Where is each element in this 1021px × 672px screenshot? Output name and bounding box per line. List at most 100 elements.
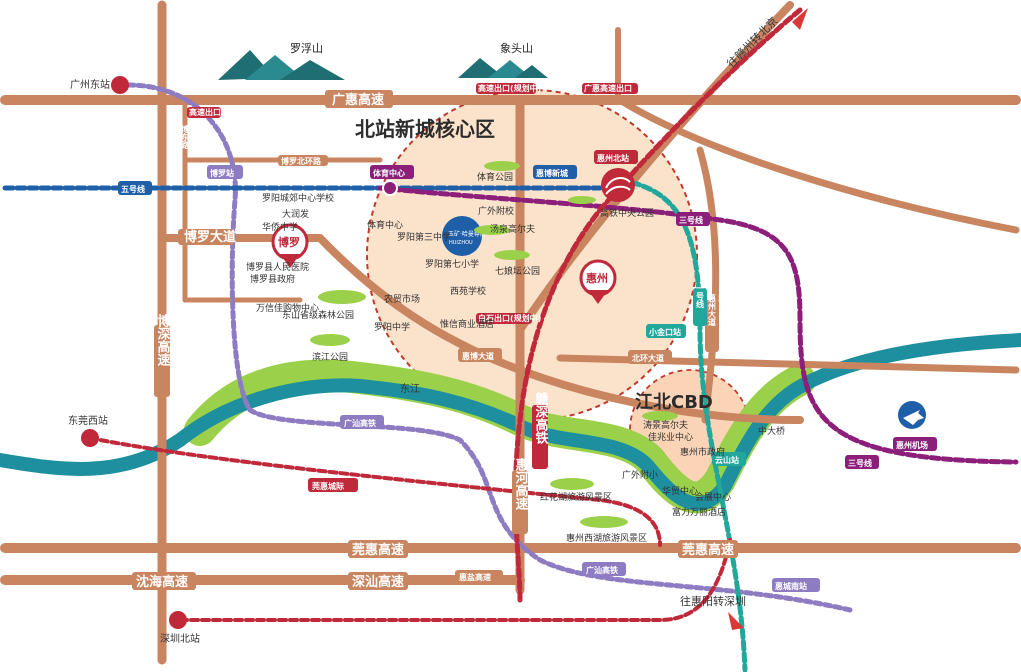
station-airport-label: 惠州机场 xyxy=(896,440,928,450)
mountain-xiangtou-icon xyxy=(458,58,548,78)
island-tangquan-icon xyxy=(474,225,510,235)
pin-boluo-icon[interactable] xyxy=(271,223,309,268)
road-diag-nw xyxy=(616,96,1020,234)
station-xiaojinkou-label[interactable]: 小金口站 xyxy=(648,327,681,337)
line3-label-bg xyxy=(676,212,710,226)
label-beihuan: 北环大道 xyxy=(632,353,664,363)
place-tiyu-center: 体育中心 xyxy=(367,219,403,231)
place-xiyuan: 西苑学校 xyxy=(450,285,486,297)
direction-north: 往赣州转北京 xyxy=(724,14,781,71)
exit-baishi: 白石出口(规划中) xyxy=(478,313,541,323)
station-shenzhen-north-icon[interactable] xyxy=(169,611,187,629)
label-ganshen: 赣深高铁 xyxy=(533,391,550,445)
place-taojing: 涛景高尔夫 xyxy=(643,419,688,431)
station-shenzhen-north-label: 深圳北站 xyxy=(160,632,200,645)
label-yanhai: 沈海高速 xyxy=(136,574,188,590)
pin-boluo-label: 博罗 xyxy=(278,235,300,249)
gaotie-park-label: 高铁中央公园 xyxy=(600,207,654,219)
label-boluo-road-bg xyxy=(178,229,234,245)
line5-label: 五号线 xyxy=(121,184,145,194)
line-3 xyxy=(377,185,1019,465)
place-huawang: 华贸中心 xyxy=(662,485,698,497)
place-luoyang3: 罗阳第三中学 xyxy=(397,231,451,243)
label-ganshen-bg xyxy=(532,405,548,469)
place-huaqiao: 华侨中学 xyxy=(262,221,298,233)
label-guangshan-2: 广汕高铁 xyxy=(586,565,618,575)
label-guanhuiyuan: 莞惠城际 xyxy=(311,481,344,491)
station-huizhou-north-icon[interactable] xyxy=(601,168,635,202)
place-luoyang-center: 罗阳城郊中心学校 xyxy=(262,192,334,204)
label-boluobei-bg xyxy=(278,155,328,166)
place-zhongda: 中大桥 xyxy=(758,425,785,437)
road-diag-ne xyxy=(516,1,794,334)
label-guangshan-bg xyxy=(340,415,384,429)
place-guangwai: 广外附校 xyxy=(478,205,514,217)
label-huiyan: 惠盐高速 xyxy=(459,572,491,582)
station-huizhou-north-logo-icon xyxy=(605,177,631,195)
label-guanhuiyuan-bg xyxy=(308,478,358,492)
island-dongshan-icon xyxy=(318,290,366,304)
label-guanghui-bg xyxy=(325,90,393,108)
station-huizhou-north-label-bg xyxy=(594,150,638,164)
station-huibo-label[interactable]: 惠博新城 xyxy=(536,168,568,178)
station-huicheng-south-label[interactable]: 惠城南站 xyxy=(775,581,807,591)
label-shenshan: 深汕高速 xyxy=(352,574,404,590)
station-airport-label-bg xyxy=(893,437,937,451)
label-huiyan-bg xyxy=(455,570,503,584)
project-logo-icon[interactable] xyxy=(442,216,482,256)
place-luoyang-mid: 罗阳中学 xyxy=(374,321,410,333)
station-guangzhou-east-icon[interactable] xyxy=(111,76,129,94)
project-logo-sub: HUIZHOU xyxy=(449,240,473,246)
core-zone-title: 北站新城核心区 xyxy=(355,117,495,141)
label-bodong: 博东路 xyxy=(180,124,190,150)
place-tangquan: 汤泉高尔夫 xyxy=(490,223,535,235)
road-huibo-dadao xyxy=(316,234,804,424)
line3b-label: 三号线 xyxy=(848,458,872,468)
label-guanhui-2: 莞惠高速 xyxy=(682,542,734,558)
label-huizhou-road-bg xyxy=(705,300,719,352)
exit-boluo: 高速出口 xyxy=(189,107,221,117)
station-tiyu-icon[interactable] xyxy=(382,180,398,196)
place-dahe: 大润发 xyxy=(282,208,309,220)
label-guanhui-h: 莞惠高速 xyxy=(352,542,404,558)
station-tiyu-label: 体育中心 xyxy=(373,168,405,178)
island-binjiang-icon xyxy=(310,334,350,346)
station-dongguan-west-icon[interactable] xyxy=(81,429,99,447)
line1-label-bg xyxy=(693,288,707,326)
station-dongguan-west-label: 东莞西站 xyxy=(68,414,108,427)
exit-east: 广惠高速出口 xyxy=(584,83,632,93)
exit-east-bg xyxy=(582,83,638,94)
place-dongshan: 东山省级森林公园 xyxy=(282,309,354,321)
line1-label: 一号线 xyxy=(696,284,705,309)
place-changrun: 富力万丽酒店 xyxy=(672,506,726,518)
station-yunshan-label[interactable]: 云山站 xyxy=(715,455,739,465)
place-xihu: 惠州西湖旅游风景区 xyxy=(566,532,647,544)
station-huicheng-south-label-bg xyxy=(772,578,820,592)
pin-huizhou-icon[interactable] xyxy=(579,259,617,304)
place-nongmao: 农贸市场 xyxy=(384,293,420,305)
place-tiyu-park: 体育公园 xyxy=(477,171,513,183)
station-boluo-label[interactable]: 博罗站 xyxy=(210,168,234,178)
place-wanxin: 万信佳购物中心 xyxy=(256,302,319,314)
direction-south: 往惠阳转深圳 xyxy=(680,594,746,608)
station-huibo-label-bg xyxy=(533,165,577,179)
label-huihe-bg xyxy=(512,470,528,534)
airport-plane-shape-icon xyxy=(903,410,924,425)
station-huizhou-north-label: 惠州北站 xyxy=(597,153,629,163)
island-gaotie-icon xyxy=(568,196,596,204)
station-guangzhou-east-label: 广州东站 xyxy=(70,78,110,91)
road-huizhou-dadao xyxy=(696,146,720,424)
line3b-label-bg xyxy=(845,455,879,469)
label-boluo-road: 博罗大道 xyxy=(184,229,236,245)
island-honghua-icon xyxy=(550,478,594,490)
island-tiyu-park-icon xyxy=(484,161,520,171)
exit-boluo-bg xyxy=(187,107,221,118)
label-guanhui-bg xyxy=(348,540,408,558)
line-1 xyxy=(617,177,748,672)
exit-mid: 高速出口(规划中) xyxy=(478,83,541,93)
place-qiniangtan: 七娘坛公园 xyxy=(495,265,540,277)
cbd-zone-title: 江北CBD xyxy=(635,392,713,413)
mountain-luofu-icon xyxy=(218,50,345,80)
label-boshen-bg xyxy=(154,325,170,397)
